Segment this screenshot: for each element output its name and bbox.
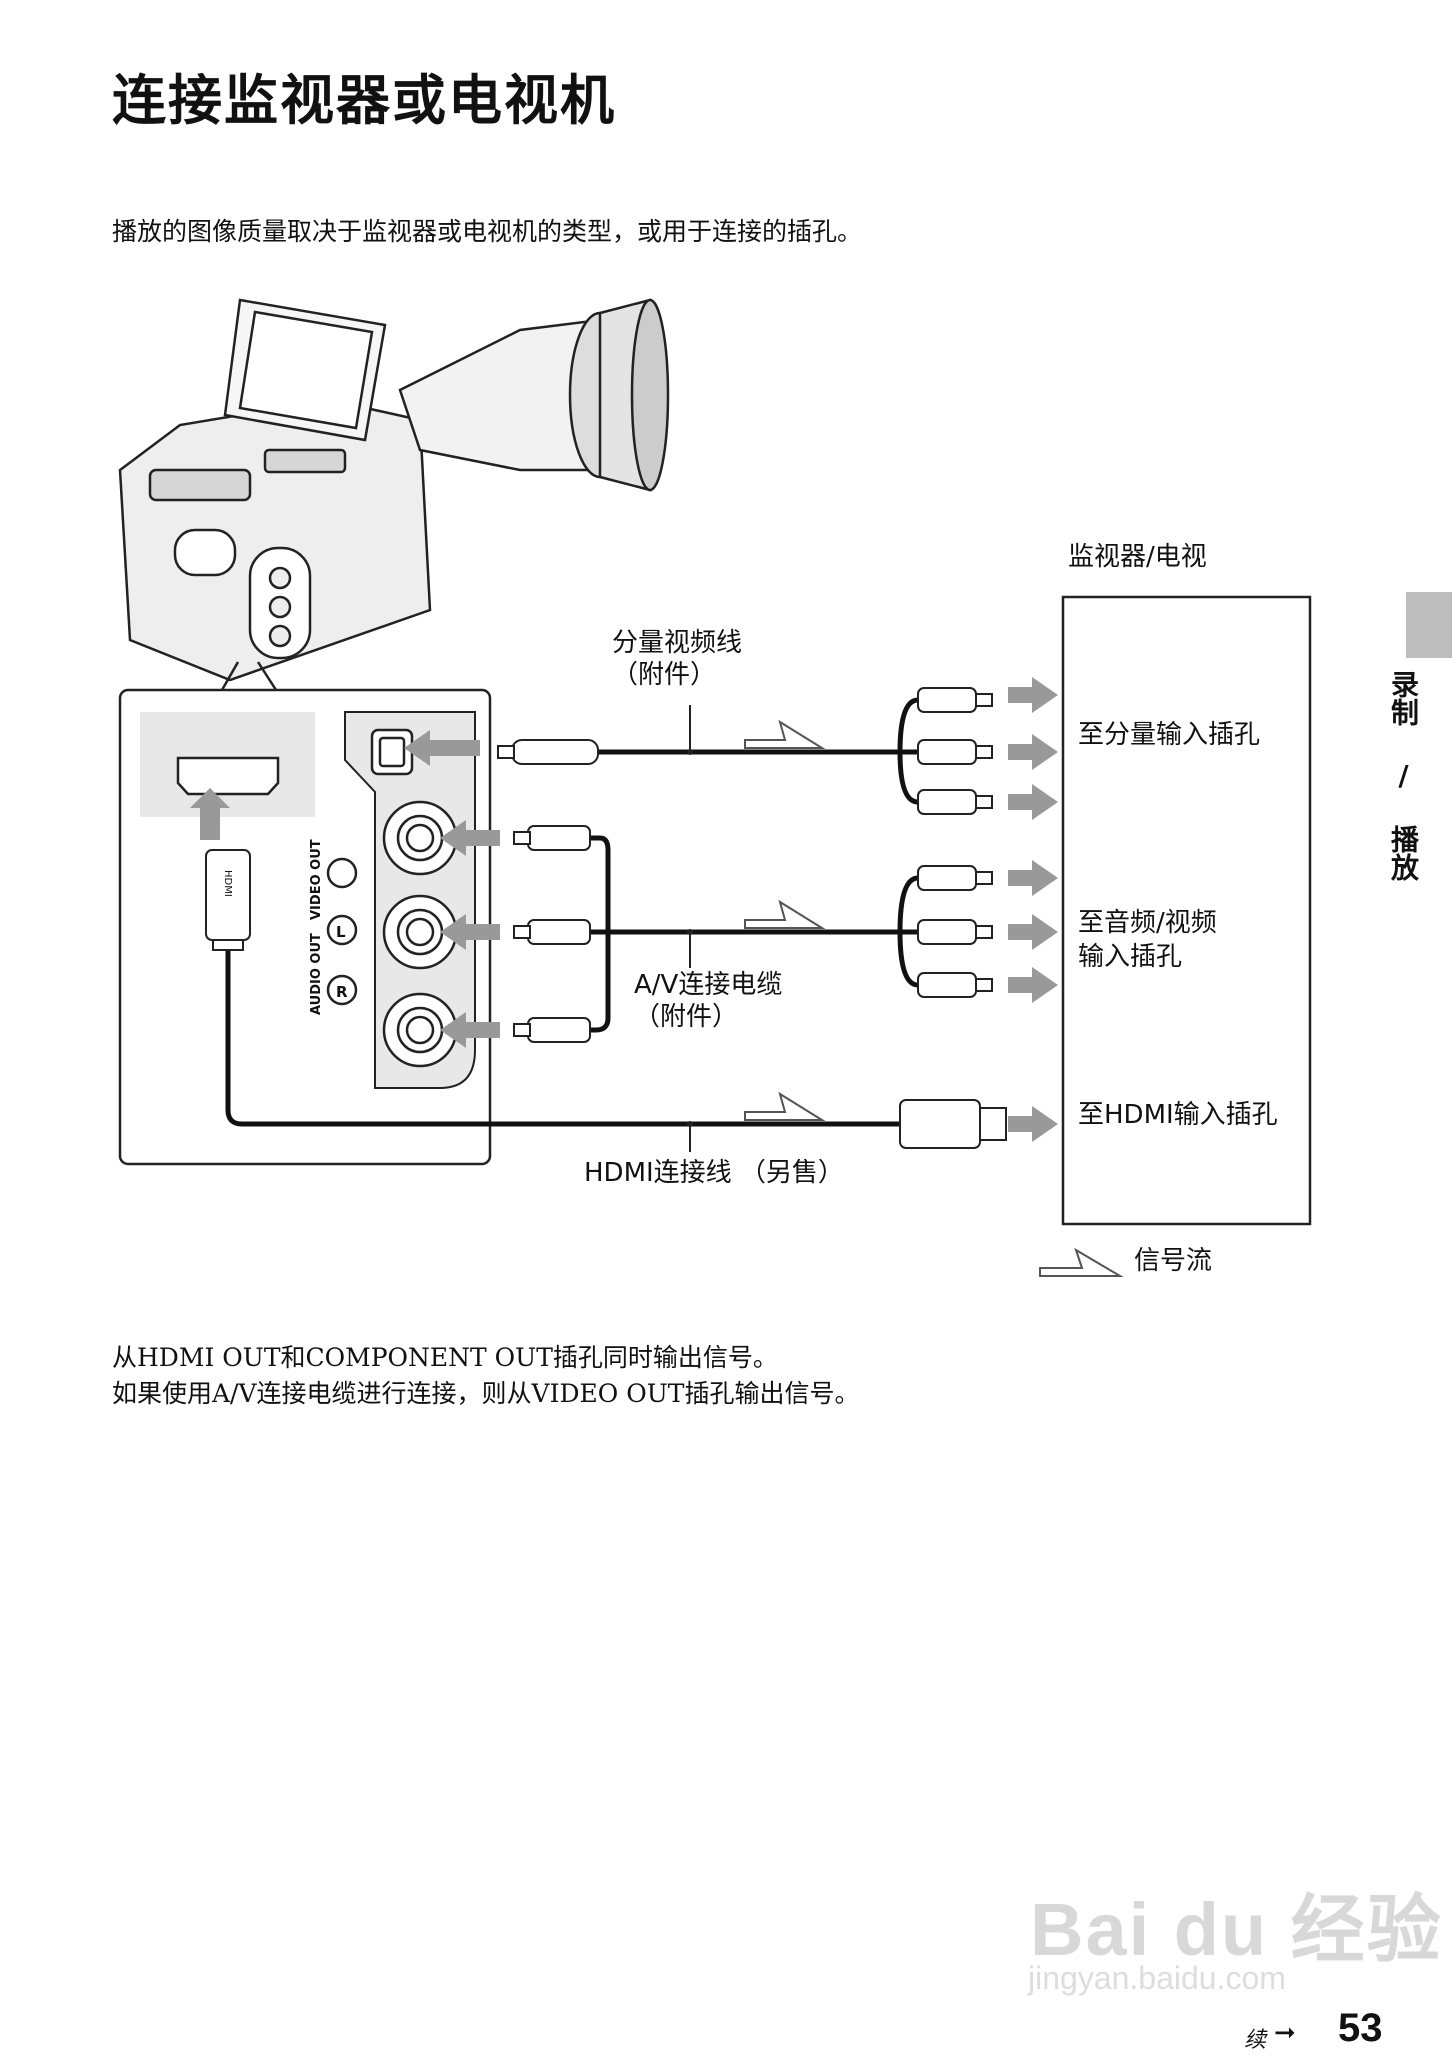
note-line: 如果使用A/V连接电缆进行连接，则从VIDEO OUT插孔输出信号。 <box>112 1379 860 1408</box>
to-av-label: 至音频/视频 <box>1078 908 1217 938</box>
hdmi-cable-label: HDMI连接线 （另售） <box>584 1158 844 1188</box>
note-line: 从HDMI OUT和COMPONENT OUT插孔同时输出信号。 <box>112 1343 778 1372</box>
notes: 从HDMI OUT和COMPONENT OUT插孔同时输出信号。 如果使用A/V… <box>112 1340 859 1412</box>
hdmi-plug-monitor-end <box>899 1099 981 1149</box>
intro-paragraph: 播放的图像质量取决于监视器或电视机的类型，或用于连接的插孔。 <box>112 217 863 246</box>
video-out-label: VIDEO OUT <box>309 839 324 920</box>
component-cable <box>598 697 919 805</box>
hdmi-plug-text: HDMI <box>222 870 233 897</box>
component-plug <box>511 739 599 765</box>
page-number: 53 <box>1338 2006 1383 2050</box>
av-cable-note: （附件） <box>634 1002 739 1032</box>
watermark-logo: Bai du 经验 <box>1030 1888 1443 1971</box>
section-tab <box>1406 592 1452 658</box>
signal-flow-legend-icon <box>1039 1247 1124 1277</box>
connection-diagram: VIDEO OUT AUDIO OUT L R HDMI <box>118 298 1312 1277</box>
component-out-jack <box>370 728 414 776</box>
to-hdmi-label: 至HDMI输入插孔 <box>1078 1100 1278 1130</box>
rca-plug <box>513 687 993 1043</box>
monitor-box <box>1061 595 1312 1226</box>
hdmi-out-jack <box>176 756 280 796</box>
av-cable <box>590 835 919 1033</box>
watermark-url: jingyan.baidu.com <box>1028 1960 1286 1996</box>
continued-arrow-icon: ➞ <box>1274 2018 1296 2048</box>
av-cable-label: A/V连接电缆 <box>634 970 783 1000</box>
component-cable-label: 分量视频线 <box>612 628 743 658</box>
signal-flow-arrows <box>744 719 1124 1277</box>
camcorder-illustration <box>118 298 670 682</box>
continued-label: 续 <box>1244 2028 1267 2053</box>
page-title: 连接监视器或电视机 <box>112 69 616 132</box>
audio-r-label: R <box>336 983 348 1001</box>
hdmi-cable <box>225 940 900 1127</box>
monitor-label: 监视器/电视 <box>1068 542 1207 572</box>
to-av-label-line2: 输入插孔 <box>1078 942 1183 972</box>
audio-out-label: AUDIO OUT <box>309 933 324 1015</box>
section-label: 录制 / 播放 <box>1387 670 1420 881</box>
component-cable-note: （附件） <box>612 660 717 690</box>
audio-l-label: L <box>336 923 346 941</box>
to-component-label: 至分量输入插孔 <box>1078 720 1261 750</box>
signal-flow-label: 信号流 <box>1134 1246 1213 1276</box>
